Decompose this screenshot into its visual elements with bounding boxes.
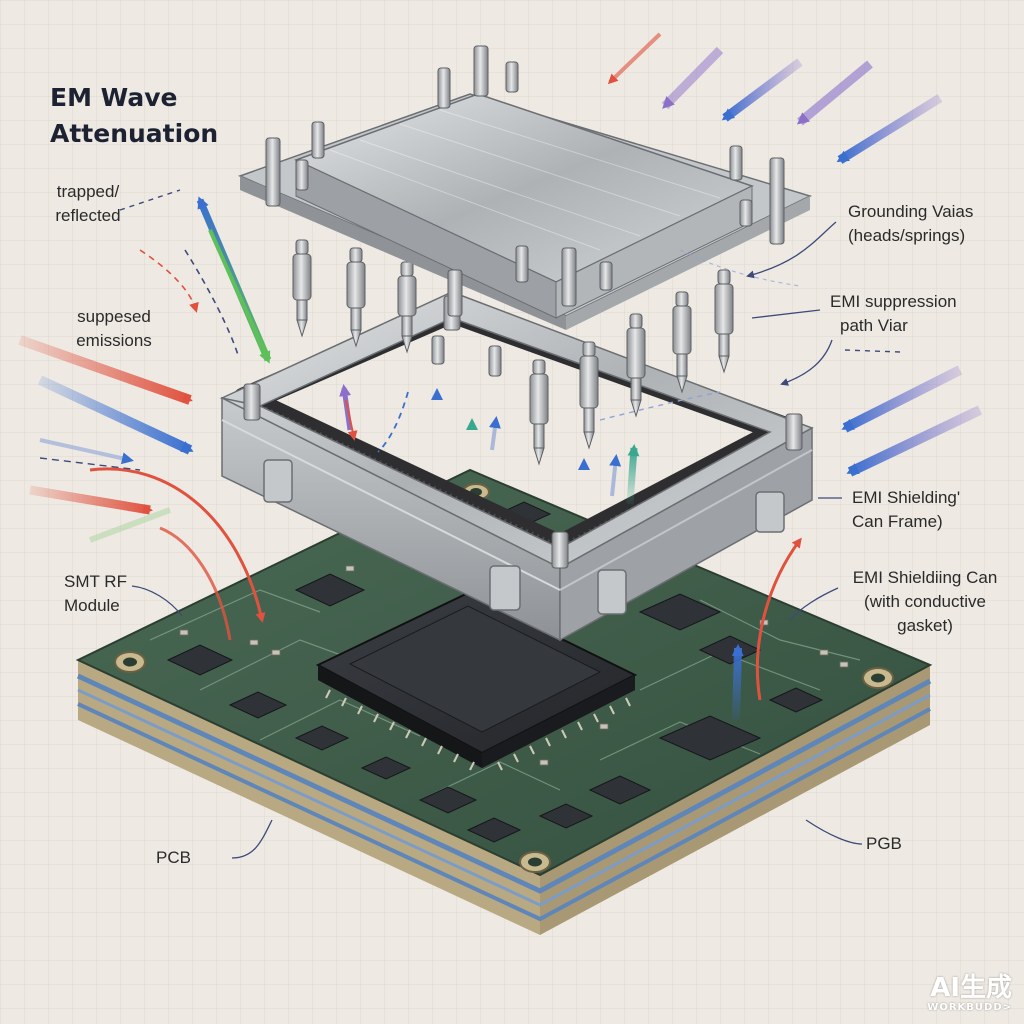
- label-shielding-can-gasket: EMI Shieldiing Can (with conductive gask…: [840, 566, 1010, 638]
- label-shielding-can-frame: EMI Shielding' Can Frame): [852, 486, 960, 534]
- grounding-line-2: (heads/springs): [848, 226, 966, 245]
- label-pcb-right: PGB: [866, 834, 902, 853]
- title-line-2: Attenuation: [50, 119, 219, 148]
- smt-line-2: Module: [64, 596, 120, 615]
- trapped-line-1: trapped/: [56, 182, 120, 201]
- emi-path-line-2: path Viar: [840, 316, 908, 335]
- emi-path-line-1: EMI suppression: [830, 292, 957, 311]
- watermark-line-2: WORKBUDD>: [927, 1002, 1012, 1013]
- main-chip: [315, 591, 638, 771]
- diagram-title: EM Wave Attenuation: [50, 80, 218, 152]
- trapped-line-2: reflected: [55, 206, 121, 225]
- grounding-line-1: Grounding Vaias: [848, 202, 974, 221]
- shield-can-frame: [219, 291, 814, 642]
- label-suppressed-emissions: suppesed emissions: [44, 305, 184, 353]
- can-gasket-line-2: (with conductive: [864, 592, 986, 611]
- label-grounding-vias: Grounding Vaias (heads/springs): [848, 200, 973, 248]
- grounding-pins: [292, 239, 734, 466]
- suppressed-line-2: emissions: [76, 331, 152, 350]
- suppressed-line-1: suppesed: [77, 307, 151, 326]
- label-pcb-left: PCB: [156, 848, 191, 867]
- watermark: AI生成 WORKBUDD>: [927, 974, 1012, 1014]
- label-smt-rf-module: SMT RF Module: [64, 570, 127, 618]
- can-frame-line-2: Can Frame): [852, 512, 943, 531]
- em-wave-arrows: [18, 32, 983, 721]
- label-emi-suppression-path: EMI suppression path Viar: [830, 290, 957, 338]
- can-gasket-line-3: gasket): [897, 616, 953, 635]
- title-line-1: EM Wave: [50, 83, 178, 112]
- pcb-board: [75, 468, 933, 935]
- can-frame-line-1: EMI Shielding': [852, 488, 961, 507]
- shield-lid: [237, 45, 813, 330]
- can-gasket-line-1: EMI Shieldiing Can: [852, 568, 998, 587]
- leader-lines: [131, 221, 863, 859]
- watermark-line-1: AI生成: [930, 973, 1012, 1003]
- smt-line-1: SMT RF: [64, 572, 127, 591]
- label-trapped-reflected: trapped/ reflected: [18, 180, 158, 228]
